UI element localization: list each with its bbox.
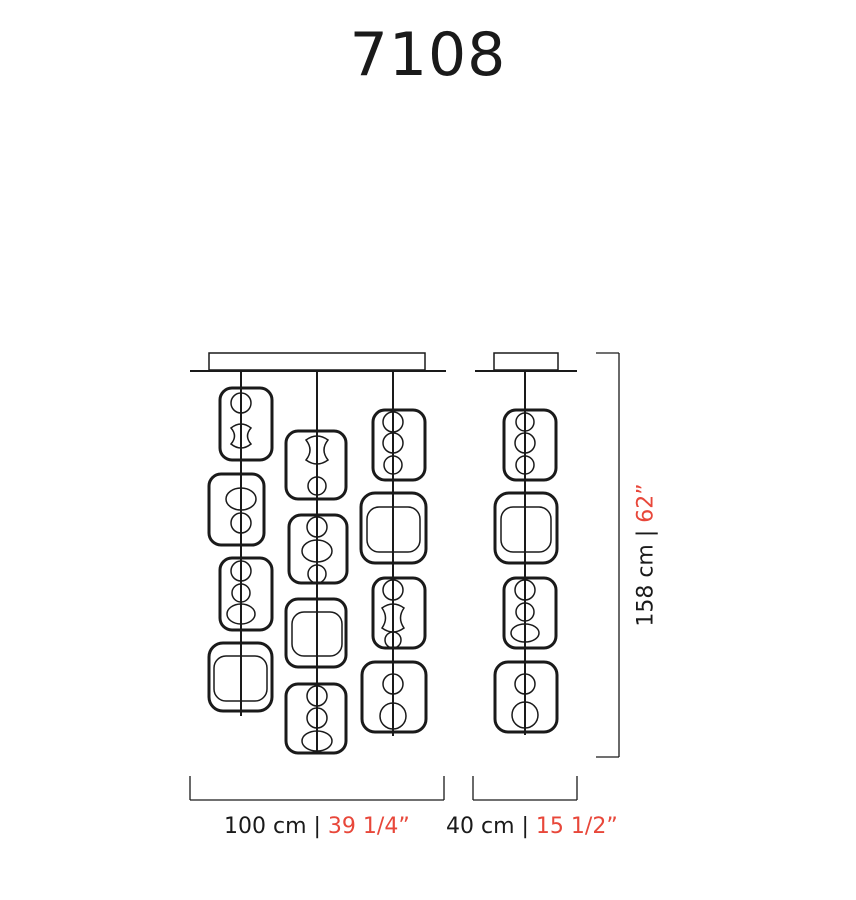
- pendant-column-1: [207, 371, 274, 716]
- dimension-label-height: 158 cm | 62”: [634, 483, 659, 626]
- dimension-bracket-width-single-column: [472, 776, 578, 801]
- imperial-value: 39 1/4”: [327, 814, 410, 839]
- pendant-column-single: [493, 371, 559, 735]
- metric-value: 100 cm: [224, 814, 307, 839]
- pendant-column-2: [284, 371, 349, 755]
- pendant-column-3: [359, 371, 428, 736]
- unit-separator: |: [514, 814, 536, 839]
- canopy-single-column: [475, 352, 577, 372]
- product-code-title: 7108: [349, 20, 507, 90]
- dimension-bracket-height: [596, 352, 620, 758]
- dimension-label-width-three-column: 100 cm | 39 1/4”: [224, 814, 410, 839]
- unit-separator: |: [633, 522, 659, 545]
- canopy-three-column: [190, 352, 446, 372]
- metric-value: 40 cm: [446, 814, 515, 839]
- imperial-value: 15 1/2”: [535, 814, 618, 839]
- imperial-value: 62”: [633, 483, 659, 523]
- dimension-label-width-single-column: 40 cm | 15 1/2”: [446, 814, 618, 839]
- dimension-bracket-width-three-column: [189, 776, 445, 801]
- unit-separator: |: [306, 814, 328, 839]
- metric-value: 158 cm: [633, 544, 659, 627]
